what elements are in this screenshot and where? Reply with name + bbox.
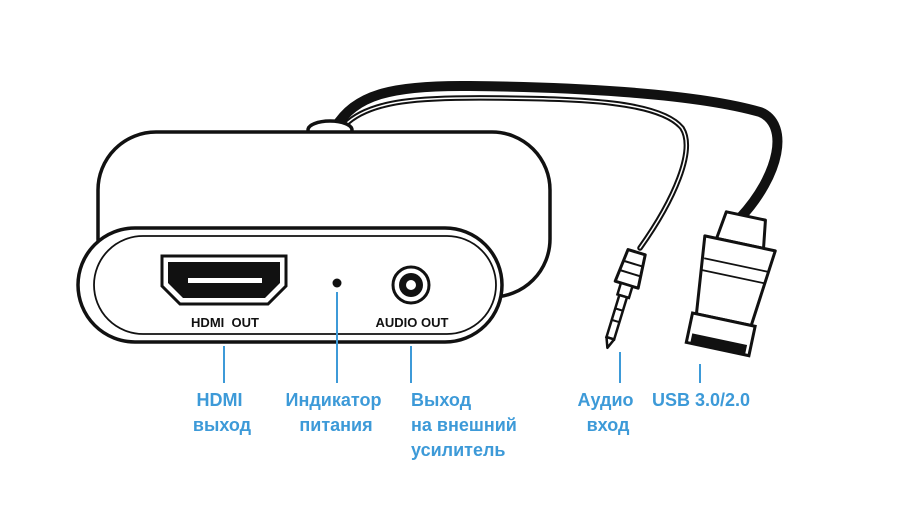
cables	[330, 80, 783, 251]
hdmi-port-label: HDMI OUT	[191, 315, 259, 330]
usb-plug	[684, 210, 777, 358]
hdmi-port	[160, 254, 288, 306]
adapter-front-face-inner	[93, 235, 497, 335]
callout-usb: USB 3.0/2.0	[652, 390, 750, 410]
adapter-body	[76, 130, 552, 344]
audio-plug	[604, 248, 647, 350]
usb-cable	[330, 80, 783, 223]
callout-audio-in: Аудио вход	[577, 390, 638, 435]
audio-port-label: AUDIO OUT	[376, 315, 449, 330]
audio-cable-core	[344, 97, 687, 249]
power-led	[332, 278, 342, 288]
callout-hdmi-out: HDMI выход	[193, 390, 252, 435]
callout-power-led: Индикатор питания	[286, 390, 387, 435]
audio-out-jack	[391, 265, 431, 305]
callout-lines	[223, 292, 701, 383]
callout-amp-out: Выход на внешний усилитель	[411, 390, 522, 460]
